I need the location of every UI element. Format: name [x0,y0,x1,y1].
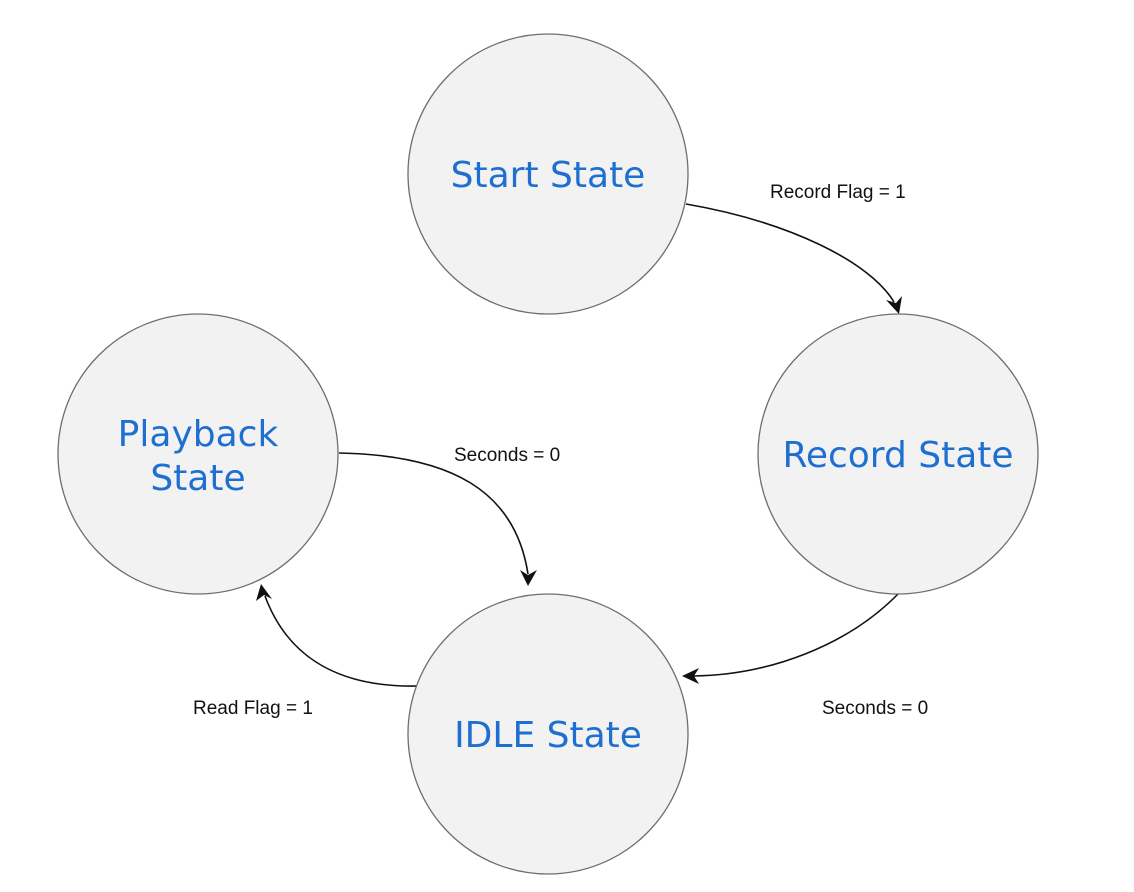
state-circle-start [407,33,689,315]
state-node-idle: IDLE State [407,593,689,875]
transition-idle-to-playback: Read Flag = 1 [193,584,419,719]
state-node-playback: Playback State [57,313,339,595]
arrowhead-playback-to-idle [520,570,537,586]
transition-record-to-idle: Seconds = 0 [682,593,928,719]
state-node-record: Record State [757,313,1039,595]
state-label-playback-line2: State [150,458,245,499]
arrowhead-start-to-record [886,296,902,314]
edge-idle-to-playback [264,595,419,687]
label-start-to-record: Record Flag = 1 [770,182,906,203]
transition-start-to-record: Record Flag = 1 [685,182,906,314]
arrowhead-idle-to-playback [256,584,272,601]
label-record-to-idle: Seconds = 0 [822,698,928,719]
edge-start-to-record [685,203,895,303]
arrowhead-record-to-idle [682,668,699,684]
state-node-start: Start State [407,33,689,315]
label-idle-to-playback: Read Flag = 1 [193,698,313,719]
edge-record-to-idle [693,593,899,677]
transition-playback-to-idle: Seconds = 0 [338,445,560,586]
state-label-start: Start State [451,155,646,196]
state-circle-idle [407,593,689,875]
state-circle-playback [57,313,339,595]
state-label-record: Record State [782,435,1013,476]
edge-playback-to-idle [338,452,529,575]
state-circle-record [757,313,1039,595]
state-label-idle: IDLE State [454,715,642,756]
label-playback-to-idle: Seconds = 0 [454,445,560,466]
state-label-playback-line1: Playback [118,414,279,455]
